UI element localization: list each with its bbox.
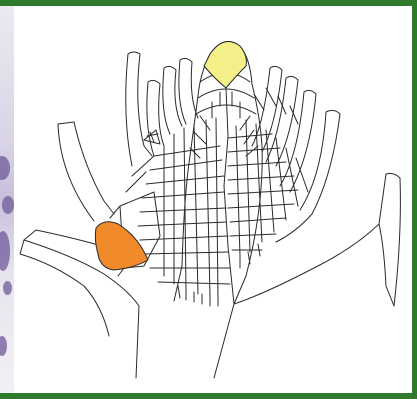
diagram-canvas xyxy=(14,6,412,393)
leaf-primordium-initial-cell xyxy=(95,222,148,270)
apex-flank-cells xyxy=(190,92,258,158)
apical-initial-cell xyxy=(204,42,246,89)
leaf-left-4 xyxy=(147,80,164,156)
trichome-detail xyxy=(144,130,160,144)
leaf-left-2 xyxy=(58,122,114,221)
shoot-apex-diagram xyxy=(14,6,412,393)
leaf-left-3 xyxy=(126,52,152,166)
tunica-layer-4 xyxy=(196,105,256,114)
left-cell-grid xyxy=(110,118,230,298)
central-axis xyxy=(224,88,234,304)
outer-leaf-left xyxy=(20,230,109,336)
outer-leaf-right xyxy=(379,174,400,307)
adjacent-micrograph-edge xyxy=(0,6,14,393)
